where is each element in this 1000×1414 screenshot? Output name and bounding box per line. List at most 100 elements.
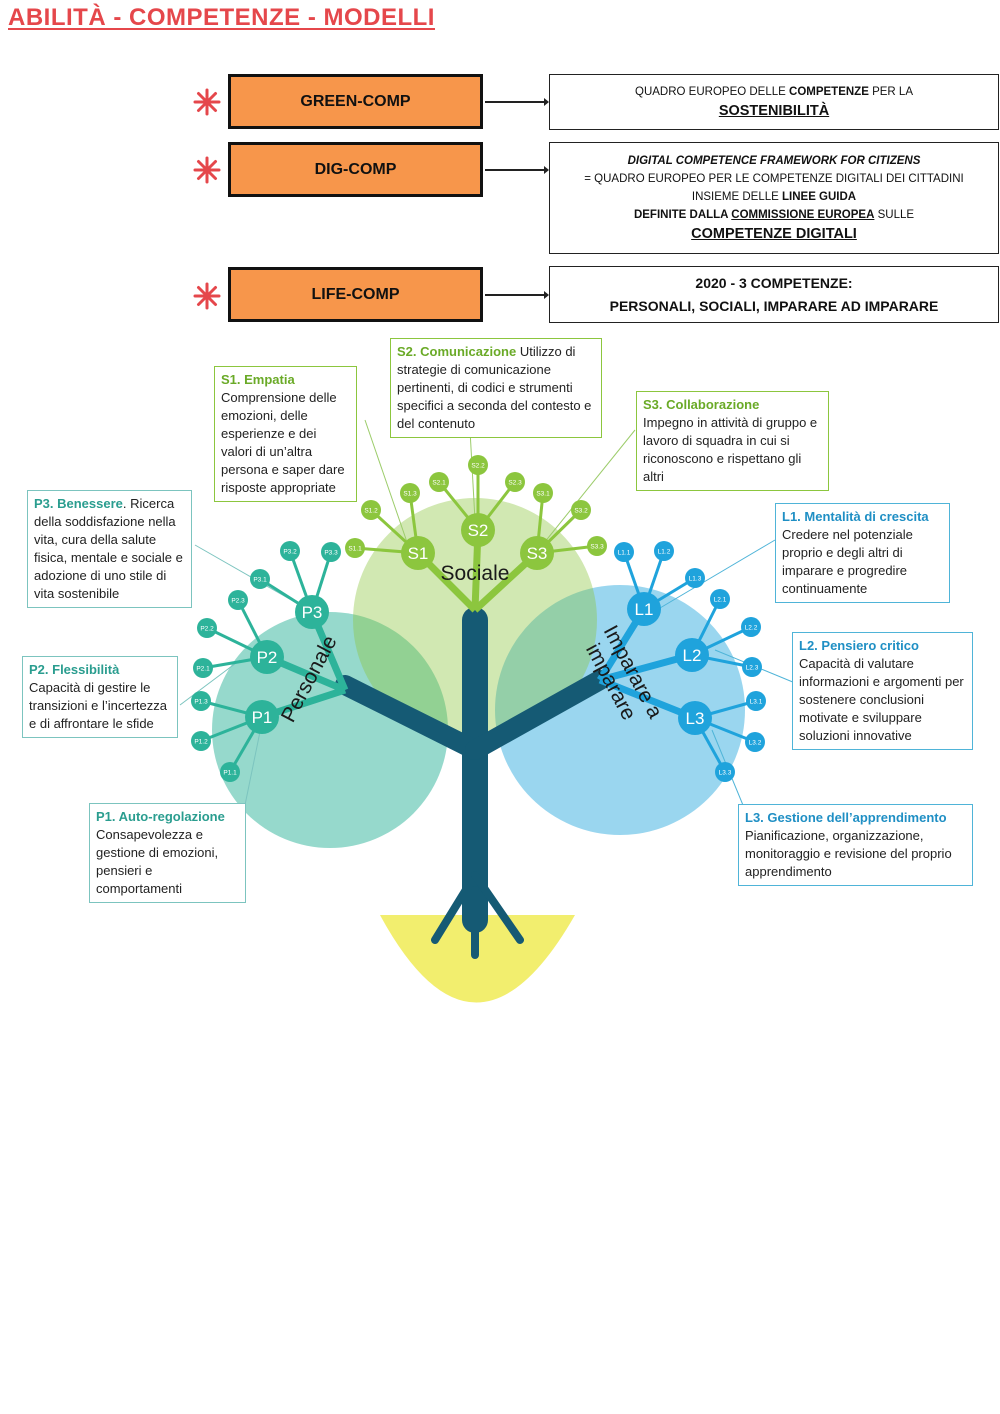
desc-box-p2: P2. Flessibilità Capacità di gestire le … xyxy=(22,656,178,738)
subnode-label-l3-1: L3.1 xyxy=(750,699,763,706)
subnode-l3-3 xyxy=(715,762,735,782)
subnode-label-s2-3: S2.3 xyxy=(508,480,522,487)
subnode-label-p1-3: P1.3 xyxy=(194,699,208,706)
subnode-p2-1 xyxy=(193,658,213,678)
green-comp-box: GREEN-COMP xyxy=(228,74,483,129)
asterisk-icon xyxy=(193,156,221,184)
branch-l3 xyxy=(598,676,697,722)
desc-box-s3: S3. Collaborazione Impegno in attività d… xyxy=(636,391,829,491)
subnode-p3-1 xyxy=(250,569,270,589)
node-s2 xyxy=(461,513,495,547)
subnode-l2-3 xyxy=(742,657,762,677)
node-p3 xyxy=(295,595,329,629)
subnode-s1-2 xyxy=(361,500,381,520)
subnode-l1-2 xyxy=(654,541,674,561)
node-label-p3: P3 xyxy=(302,603,323,622)
node-s1 xyxy=(401,536,435,570)
subnode-p2-3 xyxy=(228,590,248,610)
subnode-label-s1-2: S1.2 xyxy=(364,508,378,515)
subnode-label-l1-3: L1.3 xyxy=(689,576,702,583)
subnode-s2-1 xyxy=(429,472,449,492)
lifecomp-tree-diagram: P1.1 P1.2 P1.3P1 P2.1 P2.2 P2.3P2 P3.1 P3.2 P3.3… xyxy=(179,419,801,1003)
subnode-label-l2-2: L2.2 xyxy=(745,625,758,632)
subnode-s2-2 xyxy=(468,455,488,475)
asterisk-icon xyxy=(193,88,221,116)
subnode-label-l2-3: L2.3 xyxy=(746,665,759,672)
green-comp-label: GREEN-COMP xyxy=(300,92,411,110)
subnode-label-p1-1: P1.1 xyxy=(223,770,237,777)
subnode-label-p3-1: P3.1 xyxy=(253,577,267,584)
connector-arrow xyxy=(485,166,549,173)
subnode-label-p2-2: P2.2 xyxy=(200,626,214,633)
node-label-l1: L1 xyxy=(635,600,654,619)
node-label-l3: L3 xyxy=(686,709,705,728)
node-label-s2: S2 xyxy=(468,521,489,540)
desc-box-s1: S1. Empatia Comprensione delle emozioni,… xyxy=(214,366,357,502)
subnode-label-p1-2: P1.2 xyxy=(194,739,208,746)
subnode-p3-2 xyxy=(280,541,300,561)
subnode-s3-3 xyxy=(587,536,607,556)
asterisk-icon xyxy=(193,282,221,310)
connector-arrow xyxy=(485,291,549,298)
subnode-label-s1-1: S1.1 xyxy=(348,546,362,553)
node-p1 xyxy=(245,700,279,734)
subnode-label-s3-1: S3.1 xyxy=(536,491,550,498)
subnode-label-p2-1: P2.1 xyxy=(196,666,210,673)
node-label-s3: S3 xyxy=(527,544,548,563)
subnode-l2-2 xyxy=(741,617,761,637)
area-label-sociale: Sociale xyxy=(441,562,510,585)
tree-trunk xyxy=(335,607,610,959)
connector-arrow xyxy=(485,98,549,105)
life-comp-label: LIFE-COMP xyxy=(311,285,400,303)
subnode-label-l2-1: L2.1 xyxy=(714,597,727,604)
dig-comp-label: DIG-COMP xyxy=(314,160,397,178)
subnode-s1-3 xyxy=(400,483,420,503)
node-l3 xyxy=(678,701,712,735)
subnode-label-s1-3: S1.3 xyxy=(403,491,417,498)
desc-box-l2: L2. Pensiero critico Capacità di valutar… xyxy=(792,632,973,750)
subnode-label-p3-3: P3.3 xyxy=(324,550,338,557)
desc-box-p3: P3. Benessere. Ricerca della soddisfazio… xyxy=(27,490,192,608)
green-comp-description: QUADRO EUROPEO DELLE COMPETENZE PER LA S… xyxy=(549,74,999,130)
subnode-s2-3 xyxy=(505,472,525,492)
connector-lines xyxy=(364,419,636,549)
subnode-p1-1 xyxy=(220,762,240,782)
desc-box-l1: L1. Mentalità di crescita Credere nel po… xyxy=(775,503,950,603)
node-label-s1: S1 xyxy=(408,544,429,563)
subnode-label-s3-3: S3.3 xyxy=(590,544,604,551)
node-l2 xyxy=(675,638,709,672)
subnode-label-l1-2: L1.2 xyxy=(658,549,671,556)
node-l1 xyxy=(627,592,661,626)
subnode-l3-1 xyxy=(746,691,766,711)
desc-box-p1: P1. Auto-regolazione Consapevolezza e ge… xyxy=(89,803,246,903)
subnode-label-s2-1: S2.1 xyxy=(432,480,446,487)
subnode-p2-2 xyxy=(197,618,217,638)
node-label-p1: P1 xyxy=(252,708,273,727)
subnode-s3-2 xyxy=(571,500,591,520)
node-label-p2: P2 xyxy=(257,648,278,667)
subnode-label-p3-2: P3.2 xyxy=(283,549,297,556)
subnode-label-l1-1: L1.1 xyxy=(618,550,631,557)
subnode-label-s3-2: S3.2 xyxy=(574,508,588,515)
subnode-l1-3 xyxy=(685,568,705,588)
node-p2 xyxy=(250,640,284,674)
subnode-s3-1 xyxy=(533,483,553,503)
node-s3 xyxy=(520,536,554,570)
node-label-l2: L2 xyxy=(683,646,702,665)
subnode-l2-1 xyxy=(710,589,730,609)
green-comp-title: SOSTENIBILITÀ xyxy=(718,103,830,119)
subnode-label-p2-3: P2.3 xyxy=(231,598,245,605)
roots-area xyxy=(380,915,575,1003)
subnode-p3-3 xyxy=(321,542,341,562)
subnode-label-l3-2: L3.2 xyxy=(749,740,762,747)
dig-comp-box: DIG-COMP xyxy=(228,142,483,197)
subnode-p1-2 xyxy=(191,731,211,751)
life-comp-description: 2020 - 3 COMPETENZE: PERSONALI, SOCIALI,… xyxy=(549,266,999,323)
subnode-l1-1 xyxy=(614,542,634,562)
dig-comp-description: DIGITAL COMPETENCE FRAMEWORK FOR CITIZEN… xyxy=(549,142,999,254)
subnode-l3-2 xyxy=(745,732,765,752)
subnode-p1-3 xyxy=(191,691,211,711)
page-title: ABILITÀ - COMPETENZE - MODELLI xyxy=(8,4,435,31)
dig-comp-title: COMPETENZE DIGITALI xyxy=(691,226,857,242)
subnode-label-s2-2: S2.2 xyxy=(471,463,485,470)
